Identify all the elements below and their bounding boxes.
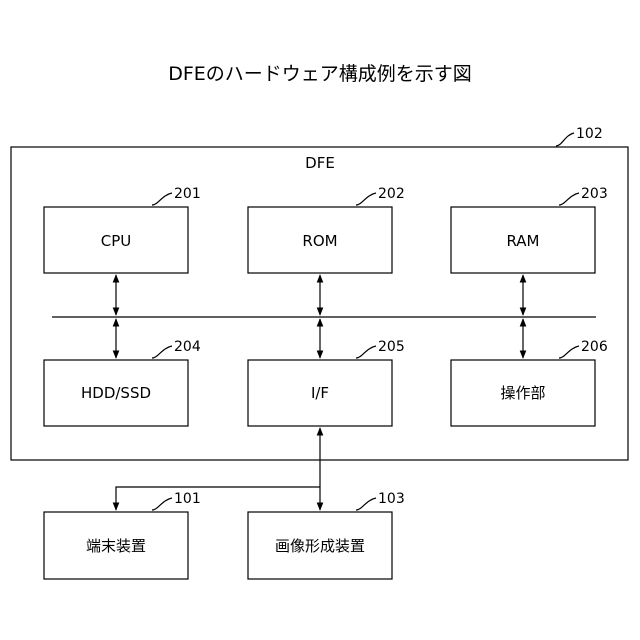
storage-label: HDD/SSD xyxy=(81,384,151,402)
image-forming-label: 画像形成装置 xyxy=(275,537,365,555)
cpu-label: CPU xyxy=(101,232,132,250)
ram-ref-number: 203 xyxy=(581,186,608,202)
dfe-label: DFE xyxy=(305,154,335,172)
rom-ref-number: 202 xyxy=(378,186,405,202)
rom-label: ROM xyxy=(302,232,337,250)
terminal-ref-number: 101 xyxy=(174,491,201,507)
operation-label: 操作部 xyxy=(500,384,545,402)
image-forming-ref-leader xyxy=(356,498,376,510)
operation-ref-number: 206 xyxy=(581,339,608,355)
terminal-ref-leader xyxy=(152,498,172,510)
cpu-ref-number: 201 xyxy=(174,186,201,202)
image-forming-ref-number: 103 xyxy=(378,491,405,507)
image-forming-block: 画像形成装置 103 xyxy=(248,491,405,579)
dfe-ref-number: 102 xyxy=(576,126,603,142)
if-ref-number: 205 xyxy=(378,339,405,355)
figure-title: DFEのハードウェア構成例を示す図 xyxy=(168,63,472,85)
if-label: I/F xyxy=(311,384,329,402)
ram-label: RAM xyxy=(506,232,539,250)
dfe-ref-leader xyxy=(556,133,574,146)
storage-ref-number: 204 xyxy=(174,339,201,355)
terminal-label: 端末装置 xyxy=(86,537,146,555)
if-terminal-arrow xyxy=(116,487,320,510)
terminal-block: 端末装置 101 xyxy=(44,491,201,579)
